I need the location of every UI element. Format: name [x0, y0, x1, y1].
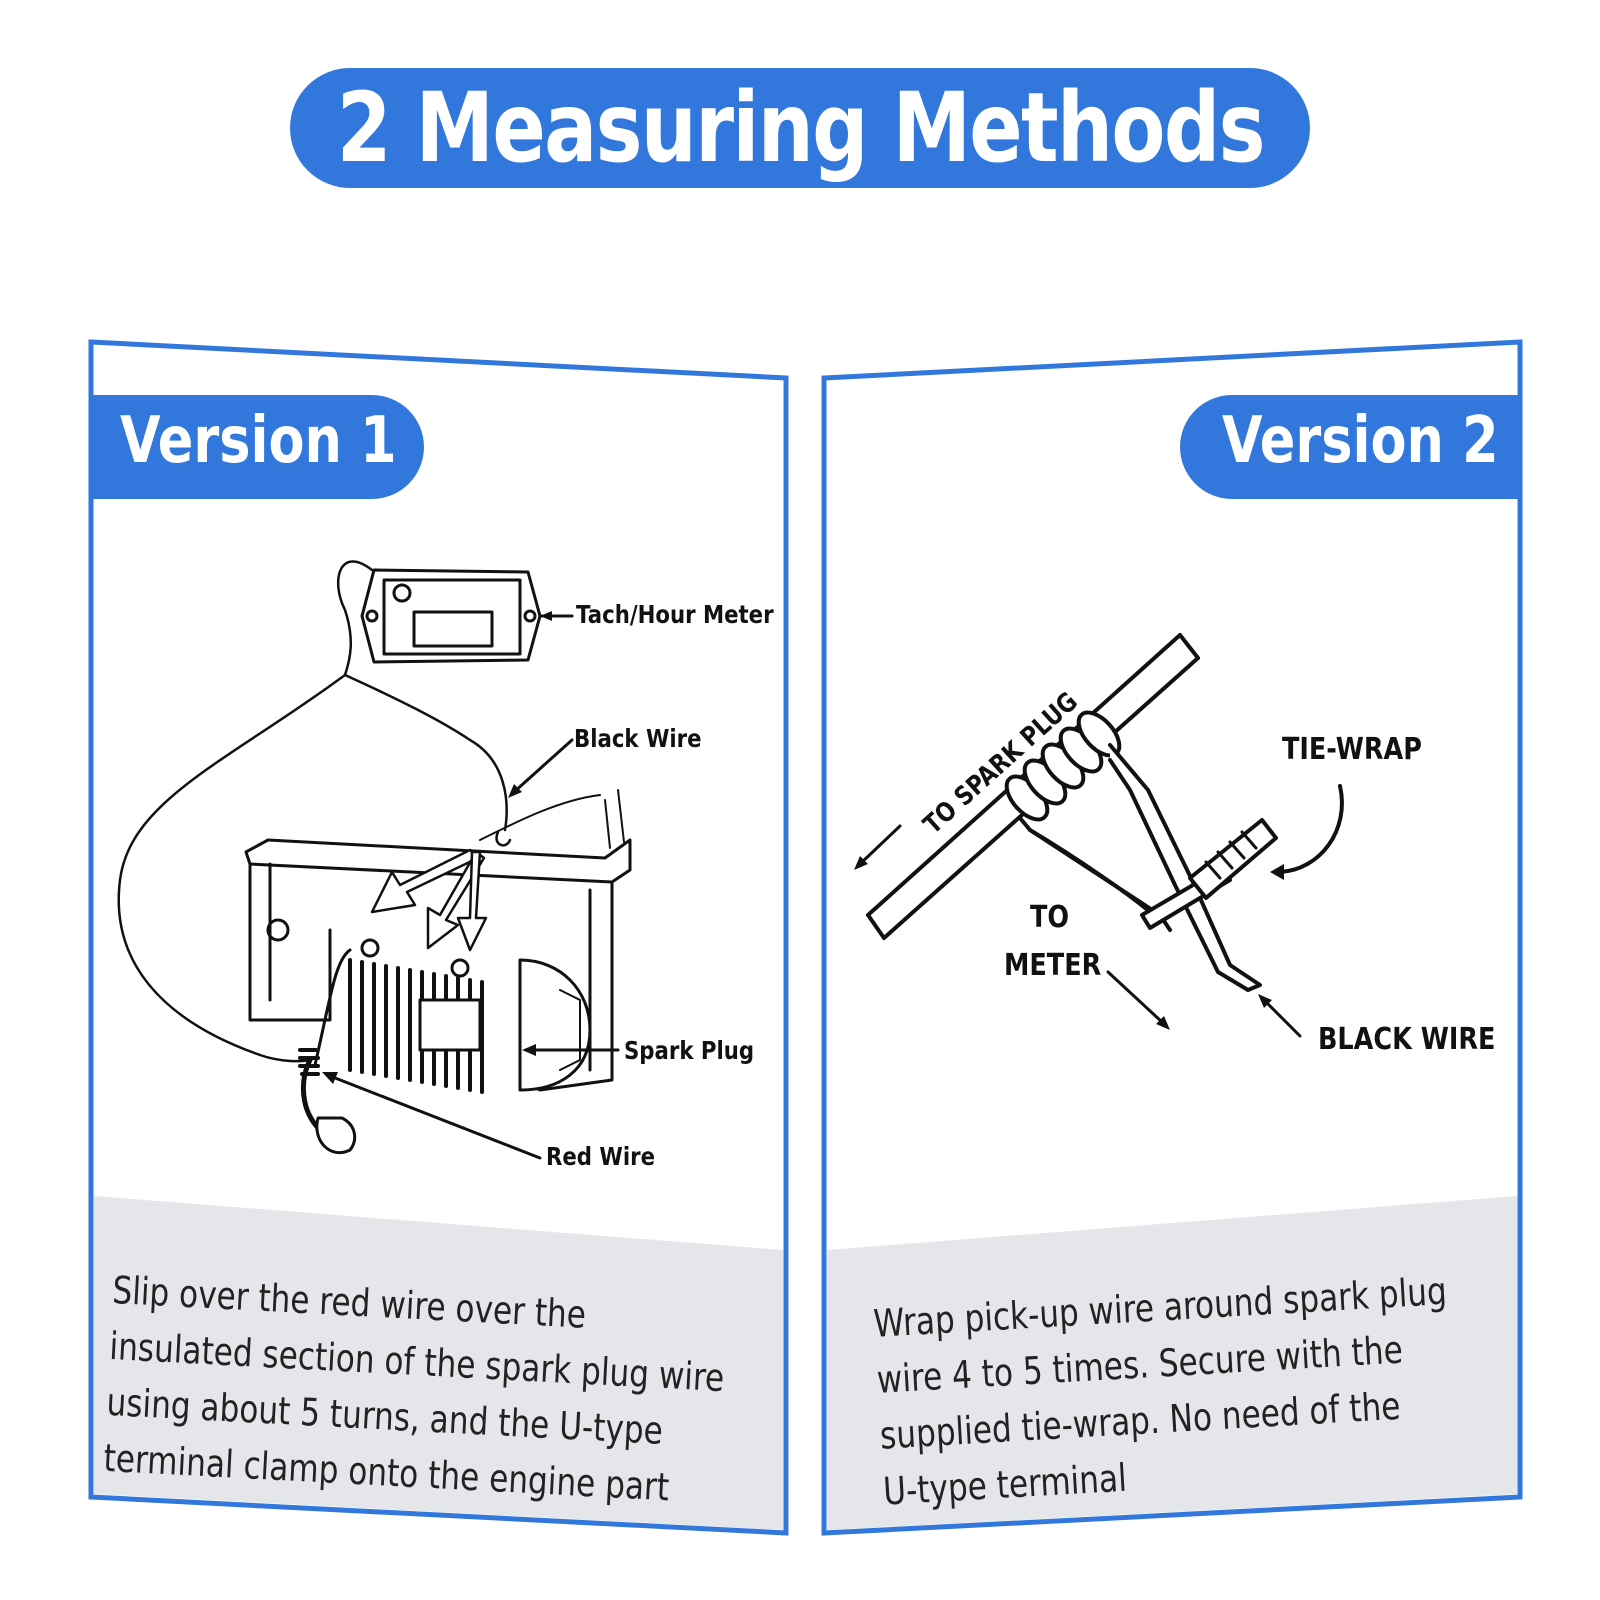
engine-illustration	[117, 560, 632, 1160]
version2-text-area	[827, 1196, 1517, 1530]
wire-coil-drawing	[1004, 710, 1122, 822]
version2-label: Version 2	[1222, 404, 1499, 478]
version1-label: Version 1	[120, 404, 397, 478]
tie-wrap-drawing	[1140, 818, 1278, 930]
to-meter-callout-line1: TO	[1030, 900, 1070, 935]
tach-hour-meter-drawing	[360, 568, 542, 664]
black-wire-callout-v2: BLACK WIRE	[1318, 1022, 1496, 1057]
title-banner: 2 Measuring Methods	[290, 68, 1310, 188]
version1-text-area	[94, 1196, 783, 1530]
to-meter-callout-line2: METER	[1004, 948, 1102, 983]
wire-wrap-illustration	[854, 633, 1344, 1038]
tie-wrap-callout: TIE-WRAP	[1282, 732, 1422, 767]
version2-panel	[821, 339, 1523, 1536]
version1-description: Slip over the red wire over the insulate…	[102, 1262, 728, 1518]
spark-plug-callout: Spark Plug	[624, 1036, 755, 1065]
version2-description: Wrap pick-up wire around spark plug wire…	[872, 1263, 1458, 1520]
version1-tab	[91, 395, 424, 499]
black-wire-callout: Black Wire	[574, 724, 702, 753]
meter-callout: Tach/Hour Meter	[576, 600, 774, 629]
page-title: 2 Measuring Methods	[336, 72, 1265, 184]
version2-tab	[1180, 395, 1520, 499]
red-wire-callout: Red Wire	[546, 1142, 656, 1171]
